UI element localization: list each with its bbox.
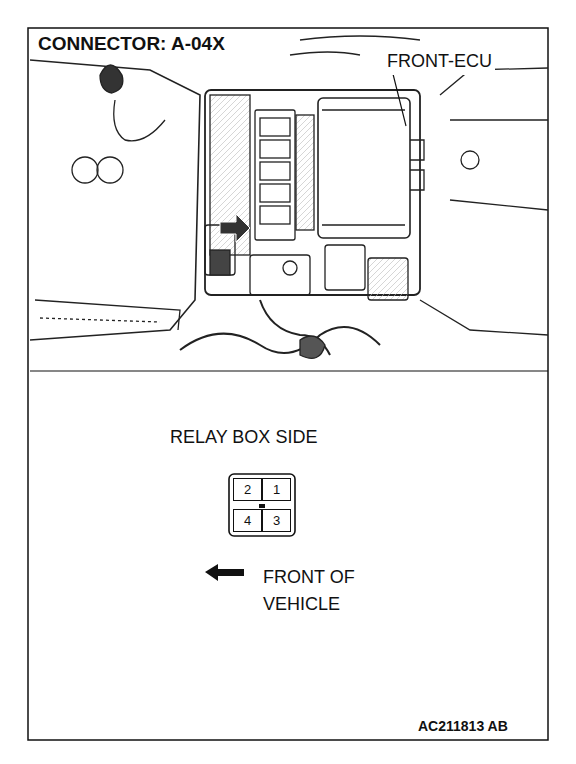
- frame: [28, 28, 548, 740]
- connector-housing: [229, 474, 295, 536]
- figure-code: AC211813 AB: [418, 716, 508, 737]
- connector-title: CONNECTOR: A-04X: [34, 32, 229, 57]
- pin-cell: 2: [233, 478, 262, 501]
- direction-note: FRONT OF VEHICLE: [263, 564, 381, 618]
- leader-line: [392, 70, 406, 126]
- pin-cell: 4: [233, 509, 262, 532]
- direction-arrow: [205, 564, 244, 581]
- pin-number: 1: [273, 482, 280, 497]
- connector-key: [259, 504, 265, 508]
- pin-cell: 3: [262, 509, 291, 532]
- pin-cell: 1: [262, 478, 291, 501]
- pin-number: 4: [244, 513, 251, 528]
- view-note: RELAY BOX SIDE: [170, 424, 317, 451]
- photo: [30, 36, 548, 358]
- part-name: FRONT-ECU: [384, 48, 495, 75]
- pin-number: 3: [273, 513, 280, 528]
- photo-edge: [30, 370, 548, 371]
- pin-number: 2: [244, 482, 251, 497]
